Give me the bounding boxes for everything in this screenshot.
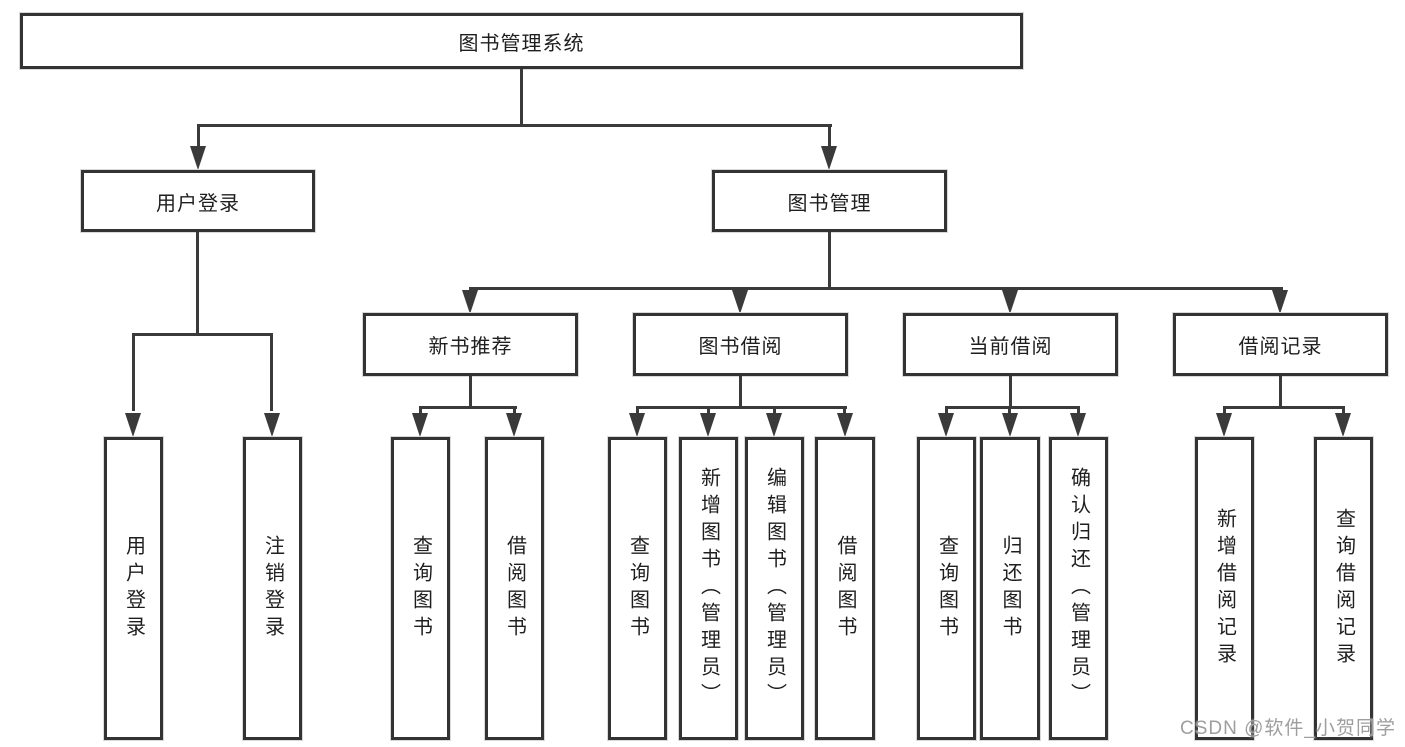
node-label: 借阅记录 <box>1238 336 1323 358</box>
connector-line <box>707 406 710 416</box>
connector-line <box>419 406 517 409</box>
connector-line <box>739 376 742 409</box>
node-label: 注销登录 <box>261 534 284 643</box>
connector-line <box>828 232 831 290</box>
connector-line <box>1279 376 1282 409</box>
node-label: 归还图书 <box>999 534 1021 643</box>
node-book-borrowing: 图书借阅 <box>633 313 848 376</box>
connector-line <box>270 333 273 411</box>
leaf-user-login: 用户登录 <box>104 437 163 740</box>
connector-line <box>132 333 135 411</box>
arrow-down-icon <box>412 413 428 437</box>
node-label: 新增图书（管理员） <box>697 467 720 710</box>
connector-line <box>636 406 639 416</box>
leaf-add-borrow-record: 新增借阅记录 <box>1195 437 1254 740</box>
arrow-down-icon <box>821 146 837 170</box>
node-label: 查询图书 <box>935 534 958 643</box>
leaf-edit-books-admin: 编辑图书（管理员） <box>745 437 804 740</box>
connector-line <box>1009 376 1012 409</box>
connector-line <box>513 406 516 416</box>
arrow-down-icon <box>190 146 206 170</box>
leaf-query-books-borrowing: 查询图书 <box>608 437 667 740</box>
leaf-borrow-books-borrowing: 借阅图书 <box>815 437 875 740</box>
leaf-query-books-current: 查询图书 <box>917 437 976 740</box>
connector-line <box>945 406 948 416</box>
node-label: 图书借阅 <box>698 336 783 358</box>
node-label: 图书管理系统 <box>458 32 585 55</box>
arrow-down-icon <box>506 413 522 437</box>
node-label: 当前借阅 <box>968 336 1053 358</box>
node-label: 用户登录 <box>122 534 145 643</box>
leaf-logout-login: 注销登录 <box>243 437 302 740</box>
arrow-down-icon <box>1216 413 1232 437</box>
arrow-down-icon <box>1272 290 1288 314</box>
leaf-add-books-admin: 新增图书（管理员） <box>679 437 738 740</box>
arrow-down-icon <box>732 290 748 314</box>
node-label: 借阅图书 <box>834 534 856 643</box>
arrow-down-icon <box>938 413 954 437</box>
connector-line <box>197 124 832 127</box>
connector-line <box>419 406 422 416</box>
watermark: CSDN @软件_小贺同学 <box>1180 718 1396 739</box>
arrow-down-icon <box>462 290 478 314</box>
node-label: 查询图书 <box>626 534 649 643</box>
connector-line <box>828 124 831 148</box>
connector-line <box>1077 406 1080 416</box>
leaf-return-books: 归还图书 <box>980 437 1040 740</box>
node-current-borrowing: 当前借阅 <box>903 313 1118 376</box>
arrow-down-icon <box>125 413 141 437</box>
arrow-down-icon <box>1335 413 1351 437</box>
arrow-down-icon <box>1002 413 1018 437</box>
node-user-login: 用户登录 <box>81 170 315 232</box>
connector-line <box>197 124 200 148</box>
arrow-down-icon <box>264 413 280 437</box>
connector-line <box>843 406 846 416</box>
connector-line <box>1342 406 1345 416</box>
connector-line <box>520 69 523 127</box>
connector-line <box>945 406 1080 409</box>
connector-line <box>773 406 776 416</box>
connector-line <box>469 376 472 409</box>
connector-line <box>1008 406 1011 416</box>
arrow-down-icon <box>1070 413 1086 437</box>
leaf-query-borrow-record: 查询借阅记录 <box>1314 437 1373 740</box>
leaf-confirm-return-admin: 确认归还（管理员） <box>1049 437 1108 740</box>
connector-line <box>469 287 1283 290</box>
node-label: 新书推荐 <box>428 336 513 358</box>
node-label: 用户登录 <box>156 192 240 215</box>
node-label: 确认归还（管理员） <box>1067 467 1090 710</box>
node-new-book-recommendation: 新书推荐 <box>363 313 578 376</box>
arrow-down-icon <box>700 413 716 437</box>
connector-line <box>1223 406 1226 416</box>
node-book-management: 图书管理 <box>712 170 947 232</box>
node-label: 借阅图书 <box>503 534 526 643</box>
arrow-down-icon <box>766 413 782 437</box>
arrow-down-icon <box>837 413 853 437</box>
node-library-management-system: 图书管理系统 <box>20 13 1023 69</box>
leaf-borrow-books-recommend: 借阅图书 <box>485 437 544 740</box>
node-borrowing-records: 借阅记录 <box>1173 313 1388 376</box>
connector-line <box>196 232 199 336</box>
node-label: 编辑图书（管理员） <box>763 467 786 710</box>
connector-line <box>132 333 273 336</box>
node-label: 图书管理 <box>787 192 872 215</box>
arrow-down-icon <box>1002 290 1018 314</box>
connector-line <box>636 406 847 409</box>
arrow-down-icon <box>629 413 645 437</box>
node-label: 查询借阅记录 <box>1332 507 1355 670</box>
connector-line <box>1223 406 1345 409</box>
node-label: 新增借阅记录 <box>1213 507 1236 670</box>
leaf-query-books-recommend: 查询图书 <box>391 437 450 740</box>
node-label: 查询图书 <box>409 534 432 643</box>
